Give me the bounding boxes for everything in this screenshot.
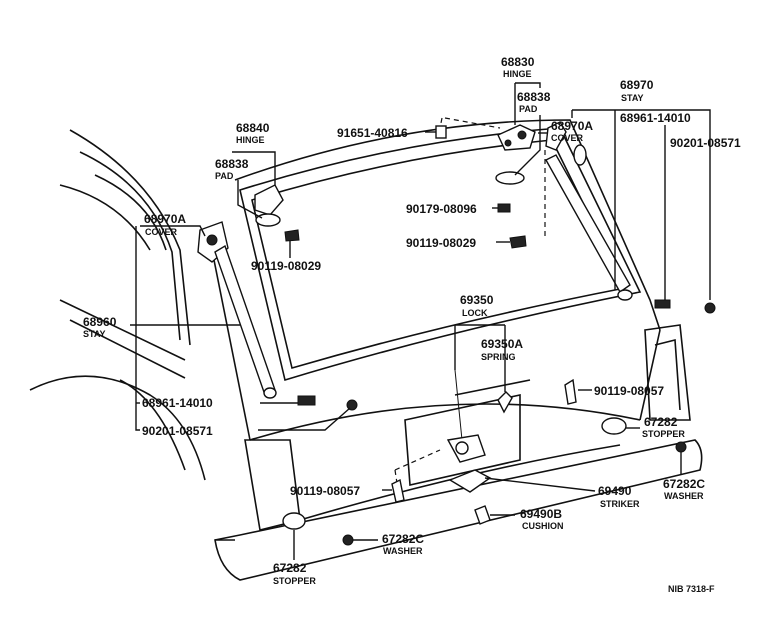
nut-right bbox=[704, 302, 716, 314]
stopper-right bbox=[601, 417, 627, 435]
stud-left bbox=[297, 395, 316, 406]
label-68970A-right-sub: COVER bbox=[551, 133, 584, 143]
pad-right-part bbox=[495, 171, 525, 185]
label-67282-left: 67282 bbox=[273, 561, 307, 575]
hinge-dashes bbox=[394, 117, 546, 491]
pad-left-part bbox=[255, 213, 281, 227]
cover-right bbox=[545, 121, 567, 151]
label-68961-right: 68961-14010 bbox=[620, 111, 691, 125]
label-67282-right-sub: STOPPER bbox=[642, 429, 685, 439]
label-68970A-left-sub: COVER bbox=[145, 227, 178, 237]
label-69490B-sub: CUSHION bbox=[522, 521, 564, 531]
label-68970A-right: 68970A bbox=[551, 119, 593, 133]
reference-code: NIB 7318-F bbox=[668, 584, 715, 594]
label-68840-sub: HINGE bbox=[236, 135, 265, 145]
label-68838-left: 68838 bbox=[215, 157, 249, 171]
label-90119-08029-right: 90119-08029 bbox=[406, 236, 476, 250]
label-68960: 68960 bbox=[83, 315, 117, 329]
label-68830-sub: HINGE bbox=[503, 69, 532, 79]
label-69350A: 69350A bbox=[481, 337, 523, 351]
label-67282-right: 67282 bbox=[644, 415, 678, 429]
label-68970-sub: STAY bbox=[621, 93, 644, 103]
cushion-part bbox=[474, 505, 491, 525]
label-67282C-left: 67282C bbox=[382, 532, 424, 546]
label-67282-left-sub: STOPPER bbox=[273, 576, 316, 586]
hinge-right-part bbox=[497, 124, 536, 151]
label-90179: 90179-08096 bbox=[406, 202, 477, 216]
washer-right bbox=[675, 441, 687, 453]
stud-right bbox=[654, 299, 671, 309]
label-90119-08029-left: 90119-08029 bbox=[251, 259, 321, 273]
hinge-left-part bbox=[254, 184, 284, 216]
label-69350A-sub: SPRING bbox=[481, 352, 516, 362]
label-67282C-right-sub: WASHER bbox=[664, 491, 704, 501]
washer-left bbox=[342, 534, 354, 546]
vehicle-body bbox=[29, 119, 703, 581]
striker-part bbox=[448, 469, 492, 493]
label-69350: 69350 bbox=[460, 293, 494, 307]
label-67282C-left-sub: WASHER bbox=[383, 546, 423, 556]
label-68838-right-sub: PAD bbox=[519, 104, 538, 114]
labels: 68830 HINGE 68838 PAD 68970A COVER 68970… bbox=[83, 55, 741, 594]
label-68960-sub: STAY bbox=[83, 329, 106, 339]
bolt-91651 bbox=[435, 125, 447, 139]
label-69350-sub: LOCK bbox=[462, 308, 488, 318]
spring-part bbox=[497, 391, 513, 414]
label-68838-left-sub: PAD bbox=[215, 171, 234, 181]
bolt-90119d bbox=[391, 478, 405, 503]
label-68840: 68840 bbox=[236, 121, 270, 135]
label-68970A-left: 68970A bbox=[144, 212, 186, 226]
label-69490-sub: STRIKER bbox=[600, 499, 640, 509]
label-68838-right: 68838 bbox=[517, 90, 551, 104]
label-90201-right: 90201-08571 bbox=[670, 136, 741, 150]
nut-90179 bbox=[497, 203, 511, 213]
stay-right bbox=[545, 154, 631, 294]
label-69490: 69490 bbox=[598, 484, 632, 498]
stopper-left bbox=[282, 512, 306, 530]
label-68830: 68830 bbox=[501, 55, 535, 69]
label-90119-08057-right: 90119-08057 bbox=[594, 384, 664, 398]
label-68970: 68970 bbox=[620, 78, 654, 92]
label-90119-08057-left: 90119-08057 bbox=[290, 484, 360, 498]
label-68961-left: 68961-14010 bbox=[142, 396, 213, 410]
bolt-90119c bbox=[564, 378, 577, 405]
label-90201-left: 90201-08571 bbox=[142, 424, 213, 438]
cover-right2 bbox=[573, 144, 587, 166]
label-67282C-right: 67282C bbox=[663, 477, 705, 491]
leader-lines bbox=[130, 82, 711, 560]
label-69490B: 69490B bbox=[520, 507, 562, 521]
bolt-90119b bbox=[284, 229, 300, 242]
nut-left bbox=[346, 399, 358, 411]
parts bbox=[197, 121, 716, 546]
bolt-90119a bbox=[509, 235, 527, 249]
label-91651: 91651-40816 bbox=[337, 126, 408, 140]
